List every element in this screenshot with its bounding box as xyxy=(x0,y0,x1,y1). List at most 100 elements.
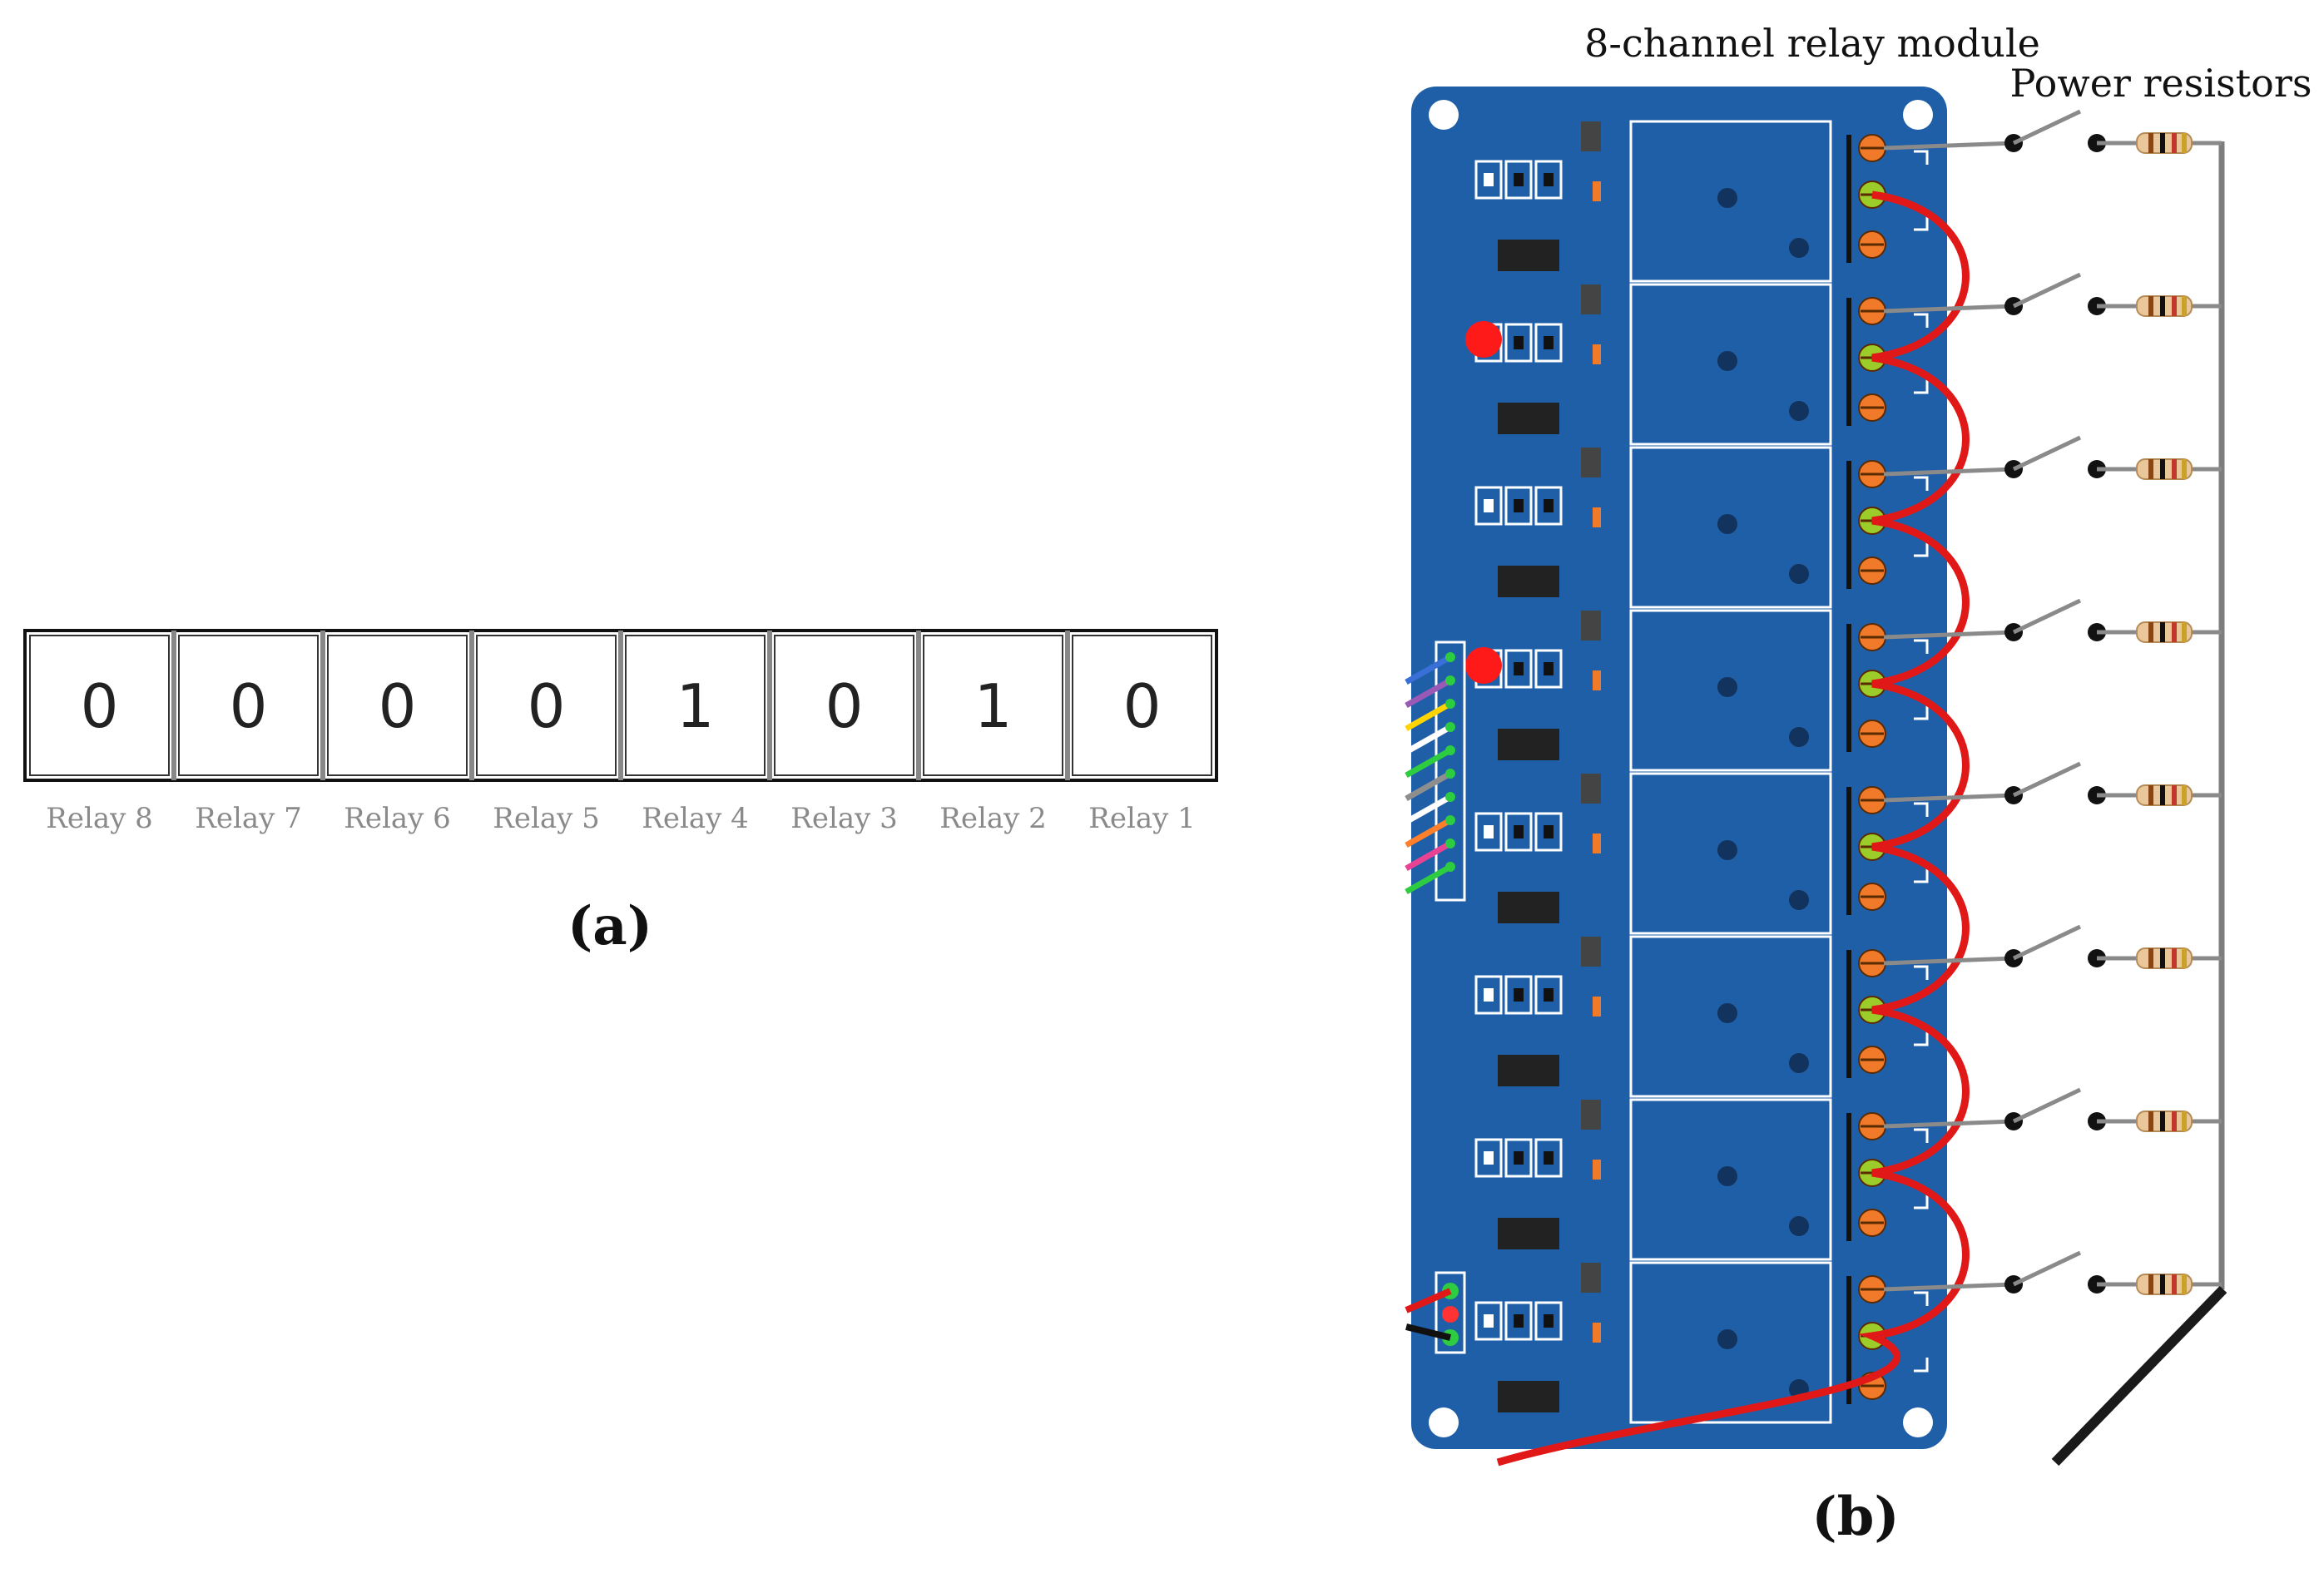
silkscreen-mark xyxy=(1914,379,1929,394)
silkscreen-mark xyxy=(1914,802,1929,817)
header-pin xyxy=(1445,815,1455,825)
jumper-pin xyxy=(1484,1151,1494,1165)
switch-lever xyxy=(2012,272,2082,309)
relay-pin xyxy=(1717,677,1737,697)
relay-pin xyxy=(1717,1329,1737,1349)
switch-resistor-row xyxy=(1883,1087,2222,1132)
diode xyxy=(1593,181,1601,201)
relay-pin xyxy=(1789,890,1809,910)
switch-lever xyxy=(2012,109,2082,146)
resistor-band xyxy=(2160,296,2165,316)
resistor-band xyxy=(2160,1274,2165,1294)
jumper-pad xyxy=(1504,1138,1533,1178)
jumper-pad xyxy=(1534,160,1563,200)
diode xyxy=(1593,1160,1601,1180)
resistor-title: Power resistors xyxy=(2010,61,2312,106)
optocoupler xyxy=(1498,729,1559,760)
resistor-band xyxy=(2172,948,2177,968)
resistor-band xyxy=(2172,1274,2177,1294)
resistor-band xyxy=(2160,133,2165,153)
ribbon-wire xyxy=(1405,770,1452,802)
ribbon-wire xyxy=(1405,817,1452,848)
diode xyxy=(1593,997,1601,1017)
optocoupler xyxy=(1498,1218,1559,1249)
header-pin xyxy=(1445,862,1455,872)
silkscreen-mark xyxy=(1914,542,1929,557)
led-on-indicator xyxy=(1465,321,1502,358)
bit-cell xyxy=(29,635,170,776)
switch-lever xyxy=(2012,761,2082,798)
switch-resistor-row xyxy=(1883,598,2222,643)
optocoupler xyxy=(1498,403,1559,434)
silkscreen-mark xyxy=(1914,1195,1929,1209)
jumper-pad xyxy=(1474,486,1503,526)
load-wire xyxy=(1883,141,2014,151)
header-pin xyxy=(1445,699,1455,709)
relay-channel-6 xyxy=(1474,935,1929,1098)
header-pin xyxy=(1445,769,1455,779)
relay-label: Relay 7 xyxy=(195,802,302,835)
ribbon-wire xyxy=(1405,677,1452,709)
silkscreen-mark xyxy=(1914,1128,1929,1143)
relay-pin xyxy=(1717,351,1737,371)
diode xyxy=(1593,833,1601,853)
transistor xyxy=(1581,121,1601,151)
switch-lever xyxy=(2012,1250,2082,1287)
jumper-pad xyxy=(1504,1301,1533,1341)
jumper-pad xyxy=(1474,975,1503,1015)
jumper-pin xyxy=(1484,173,1494,186)
mount-hole-icon xyxy=(1903,100,1933,130)
resistor-band xyxy=(2148,1111,2153,1131)
jumper-pin xyxy=(1514,825,1524,838)
resistor-band xyxy=(2160,459,2165,479)
relay-label: Relay 6 xyxy=(344,802,451,835)
bit-value: 0 xyxy=(230,671,268,741)
switch-resistor-row xyxy=(1883,1250,2222,1295)
switch-lever xyxy=(2012,1087,2082,1124)
resistor-band xyxy=(2182,622,2187,642)
bit-value: 0 xyxy=(528,671,566,741)
jumper-pin xyxy=(1544,336,1553,349)
ribbon-wire xyxy=(1405,724,1452,755)
jumper-pad xyxy=(1474,1301,1503,1341)
resistor-band xyxy=(2160,622,2165,642)
load-wire xyxy=(1883,793,2014,803)
resistor-band xyxy=(2148,948,2153,968)
resistor-band xyxy=(2172,296,2177,316)
resistor-band xyxy=(2182,296,2187,316)
silkscreen-mark xyxy=(1914,868,1929,883)
jumper-pin xyxy=(1544,988,1553,1002)
resistor-band xyxy=(2182,1274,2187,1294)
bit-cell xyxy=(178,635,319,776)
bit-value: 0 xyxy=(379,671,417,741)
resistor-band xyxy=(2172,622,2177,642)
jumper-pad xyxy=(1474,1138,1503,1178)
jumper-pin xyxy=(1544,662,1553,675)
relay-pin xyxy=(1717,514,1737,534)
jumper-pad xyxy=(1534,649,1563,689)
transistor xyxy=(1581,284,1601,314)
jumper-pad xyxy=(1534,1301,1563,1341)
optocoupler xyxy=(1498,240,1559,271)
relay-channel-8 xyxy=(1474,1261,1929,1424)
relay-pin xyxy=(1717,1166,1737,1186)
jumper-pad xyxy=(1504,812,1533,852)
resistor-band xyxy=(2182,948,2187,968)
relay-pin xyxy=(1717,1003,1737,1023)
jumper-pin xyxy=(1514,1151,1524,1165)
jumper-pad xyxy=(1534,486,1563,526)
jumper-pad xyxy=(1534,323,1563,363)
load-wire xyxy=(1883,467,2014,477)
diode xyxy=(1593,507,1601,527)
relay-channel-5 xyxy=(1474,772,1929,935)
switch-resistor-row xyxy=(1883,924,2222,969)
optocoupler xyxy=(1498,566,1559,597)
resistor-band xyxy=(2148,459,2153,479)
jumper-pad xyxy=(1474,160,1503,200)
header-pin xyxy=(1445,838,1455,848)
load-wire xyxy=(1883,1119,2014,1129)
jumper-pad xyxy=(1474,812,1503,852)
silkscreen-mark xyxy=(1914,476,1929,491)
ground-wire xyxy=(2051,1285,2227,1467)
